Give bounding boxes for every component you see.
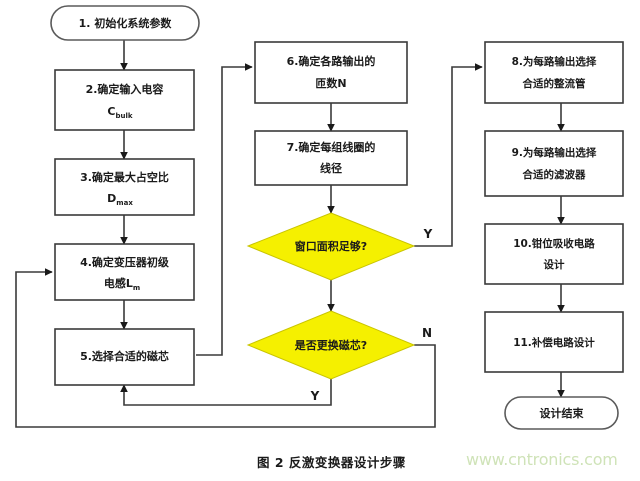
node-n5-label: 5.选择合适的磁芯 — [80, 349, 169, 363]
node-n10[interactable]: 10.钳位吸收电路 设计 — [484, 223, 624, 285]
node-n5[interactable]: 5.选择合适的磁芯 — [54, 328, 195, 386]
node-n2[interactable]: 2.确定输入电容 Cbulk — [54, 69, 195, 131]
site-watermark: www.cntronics.com — [466, 450, 618, 469]
node-n1-label: 1. 初始化系统参数 — [79, 16, 173, 30]
node-d1-label: 窗口面积足够? — [295, 239, 367, 253]
figure-caption: 图 2 反激变换器设计步骤 — [257, 455, 406, 470]
node-n9-label: 9.为每路输出选择 — [512, 146, 597, 159]
node-n6[interactable]: 6.确定各路输出的 匝数N — [254, 41, 408, 104]
edge-d1-n8-yes — [414, 63, 483, 247]
node-n3-label: 3.确定最大占空比 — [80, 170, 169, 184]
node-n7-label2: 线径 — [320, 161, 342, 175]
node-n4-label2: 电感Lm — [104, 276, 140, 292]
node-n6-label2: 匝数N — [315, 76, 346, 90]
node-n10-label2: 设计 — [544, 258, 565, 271]
branch-label-d2-no: N — [422, 326, 432, 340]
branch-label-d1-yes: Y — [423, 227, 433, 241]
node-n8[interactable]: 8.为每路输出选择 合适的整流管 — [484, 41, 624, 104]
edge-n5-n6 — [196, 63, 253, 356]
node-n1-start[interactable]: 1. 初始化系统参数 — [50, 5, 200, 41]
node-n9-label2: 合适的滤波器 — [522, 168, 586, 181]
node-n12-end[interactable]: 设计结束 — [504, 396, 619, 430]
node-d2-shape — [246, 310, 416, 380]
node-n4-label: 4.确定变压器初级 — [80, 255, 170, 269]
node-n4[interactable]: 4.确定变压器初级 电感Lm — [54, 243, 195, 301]
node-n8-label: 8.为每路输出选择 — [512, 55, 597, 68]
node-n10-label: 10.钳位吸收电路 — [513, 237, 595, 250]
node-n3-label2: Dmax — [107, 192, 133, 207]
node-d1-shape — [246, 212, 416, 281]
node-n6-shape — [254, 41, 408, 104]
node-n1-shape — [50, 5, 200, 41]
connector-layer — [15, 40, 565, 428]
node-n9-shape — [484, 130, 624, 197]
node-n7-shape — [254, 130, 408, 186]
node-n2-label2: Cbulk — [107, 105, 132, 120]
node-d1-decision[interactable]: 窗口面积足够? — [246, 212, 416, 281]
edge-d2-n4-no — [15, 268, 436, 428]
node-n3-shape — [54, 158, 195, 216]
node-n5-shape — [54, 328, 195, 386]
node-n12-label: 设计结束 — [540, 406, 585, 420]
node-n11-shape — [484, 311, 624, 373]
node-n6-label: 6.确定各路输出的 — [287, 54, 376, 68]
node-d2-label: 是否更换磁芯? — [294, 338, 367, 352]
node-n7-label: 7.确定每组线圈的 — [287, 140, 376, 154]
node-n3[interactable]: 3.确定最大占空比 Dmax — [54, 158, 195, 216]
node-n9[interactable]: 9.为每路输出选择 合适的滤波器 — [484, 130, 624, 197]
node-n2-label: 2.确定输入电容 — [86, 82, 164, 96]
node-n10-shape — [484, 223, 624, 285]
node-n8-shape — [484, 41, 624, 104]
node-n7[interactable]: 7.确定每组线圈的 线径 — [254, 130, 408, 186]
branch-label-d2-yes: Y — [310, 389, 320, 403]
node-n2-shape — [54, 69, 195, 131]
edge-d2-n5-yes — [120, 379, 332, 406]
node-n11-label: 11.补偿电路设计 — [513, 336, 595, 349]
node-n8-label2: 合适的整流管 — [522, 77, 586, 90]
node-n4-shape — [54, 243, 195, 301]
node-d2-decision[interactable]: 是否更换磁芯? — [246, 310, 416, 380]
node-n11[interactable]: 11.补偿电路设计 — [484, 311, 624, 373]
node-n12-shape — [504, 396, 619, 430]
